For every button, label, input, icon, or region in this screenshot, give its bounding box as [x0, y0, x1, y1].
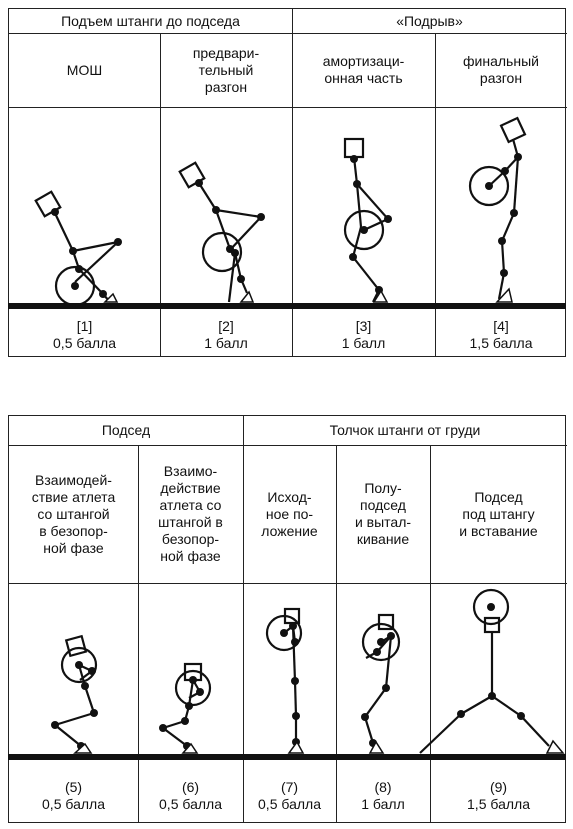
- athlete-figure-2: [178, 161, 262, 303]
- phase-score-5: 0,5 балла: [42, 795, 105, 812]
- phase-label-4: финальный разгон: [463, 53, 539, 86]
- phase-number-3: [3]: [355, 318, 372, 334]
- group-header-jerk: Толчок штанги от груди: [329, 422, 481, 438]
- top-phase-table: Подъем штанги до подседа «Подрыв» МОШ пр…: [8, 8, 567, 357]
- phase-score-cell-8: (8) 1 балл: [336, 768, 430, 823]
- phase-score-9: 1,5 балла: [467, 795, 530, 812]
- phase-score-cell-5: (5) 0,5 балла: [9, 768, 138, 823]
- phase-label-9: Подсед под штангу и вставание: [459, 488, 538, 539]
- phase-label-5: Взаимодей- ствие атлета со штангой в без…: [31, 471, 116, 556]
- phase-number-4: [4]: [493, 318, 509, 334]
- phase-score-6: 0,5 балла: [159, 795, 222, 812]
- phase-score-3: 1 балл: [341, 335, 386, 351]
- phase-label-1: МОШ: [66, 61, 103, 78]
- phase-number-5: (5): [64, 778, 83, 795]
- phase-score-cell-1: [1] 0,5 балла: [9, 313, 160, 357]
- phase-score-cell-6: (6) 0,5 балла: [138, 768, 243, 823]
- phase-label-6: Взаимо- действие атлета со штангой в без…: [158, 463, 223, 564]
- phase-score-1: 0,5 балла: [53, 335, 116, 351]
- figures-top: [34, 116, 527, 307]
- figures-bottom: [51, 588, 565, 754]
- group-header-pull: «Подрыв»: [396, 12, 463, 29]
- athlete-figure-5: [54, 634, 98, 754]
- phase-score-cell-9: (9) 1,5 балла: [430, 768, 567, 823]
- phase-score-cell-4: [4] 1,5 балла: [435, 313, 567, 357]
- group-header-lift: Подъем штанги до подседа: [61, 12, 240, 29]
- group-header-squat: Подсед: [101, 422, 151, 438]
- phase-score-7: 0,5 балла: [258, 795, 321, 812]
- bottom-phase-table: Подсед Толчок штанги от груди Взаимодей-…: [8, 415, 567, 823]
- ground-line-bottom: [8, 754, 566, 760]
- phase-number-7: (7): [280, 778, 299, 795]
- phase-score-2: 1 балл: [204, 335, 248, 351]
- phase-score-cell-2: [2] 1 балл: [160, 313, 292, 357]
- phase-label-2: предвари- тельный разгон: [192, 44, 260, 95]
- phase-score-8: 1 балл: [361, 795, 405, 812]
- athlete-figure-3: [343, 137, 389, 303]
- athlete-figure-9: [419, 588, 550, 754]
- ground-line: [8, 303, 566, 309]
- phase-number-6: (6): [181, 778, 200, 795]
- phase-label-7: Исход- ное по- ложение: [261, 488, 318, 539]
- athlete-figure-4: [468, 116, 527, 300]
- phase-number-8: (8): [374, 778, 392, 795]
- phase-number-1: [1]: [76, 318, 93, 334]
- phase-label-8: Полу- подсед и вытал- кивание: [354, 480, 412, 547]
- phase-number-9: (9): [489, 778, 508, 795]
- phase-score-4: 1,5 балла: [469, 335, 533, 351]
- phase-label-3: амортизаци- онная часть: [322, 53, 405, 86]
- phase-score-cell-3: [3] 1 балл: [292, 313, 435, 357]
- phase-score-cell-7: (7) 0,5 балла: [243, 768, 336, 823]
- phase-number-2: [2]: [218, 318, 234, 334]
